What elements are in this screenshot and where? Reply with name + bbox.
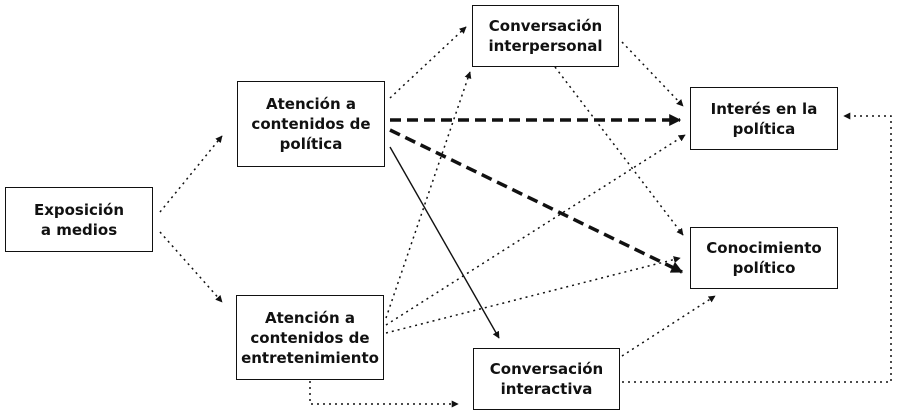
edge-exposicion-to-atencion-politica xyxy=(159,135,223,213)
edge-atencion-entretenimiento-to-conversacion-interactiva xyxy=(309,381,459,408)
edge-conversacion-interpersonal-to-interes-politica xyxy=(621,41,684,107)
node-conversacion-interpersonal: Conversación interpersonal xyxy=(472,5,619,67)
node-label-line: Conversación xyxy=(489,360,604,378)
edge-atencion-politica-to-conocimiento-politico xyxy=(389,128,684,274)
node-label-line: contenidos de xyxy=(251,115,371,133)
node-label-line: interactiva xyxy=(500,380,593,398)
edge-atencion-entretenimiento-to-conocimiento-politico xyxy=(385,256,681,334)
edge-conversacion-interpersonal-to-conocimiento-politico xyxy=(554,66,684,236)
edge-atencion-politica-to-conversacion-interactiva xyxy=(389,146,500,339)
node-label-line: Atención a xyxy=(264,308,355,327)
node-label-line: Interés en la xyxy=(710,99,818,118)
edge-atencion-politica-to-conversacion-interpersonal xyxy=(389,26,467,99)
edge-atencion-entretenimiento-to-interes-politica xyxy=(385,134,686,326)
node-conocimiento-politico: Conocimiento político xyxy=(690,227,838,289)
node-label-line: Atención a xyxy=(266,95,356,113)
edge-conversacion-interactiva-to-conocimiento-politico xyxy=(621,295,716,357)
edge-exposicion-to-atencion-entretenimiento xyxy=(159,231,223,303)
node-label-line: Conocimiento xyxy=(706,239,822,257)
node-interes-en-la-politica: Interés en la política xyxy=(690,87,838,150)
edge-atencion-entretenimiento-to-conversacion-interpersonal xyxy=(385,71,472,319)
edge-conversacion-interactiva-to-interes-politica xyxy=(622,112,892,383)
node-label-line: interpersonal xyxy=(488,37,603,55)
node-label-line: política xyxy=(732,119,796,138)
node-conversacion-interactiva: Conversación interactiva xyxy=(473,348,620,410)
node-exposicion-a-medios: Exposición a medios xyxy=(5,187,153,252)
node-label-line: contenidos de xyxy=(250,328,370,347)
node-label-line: a medios xyxy=(40,220,118,239)
node-label-line: Exposición xyxy=(33,200,125,219)
node-label-line: Conversación xyxy=(488,17,603,35)
node-atencion-contenidos-entretenimiento: Atención a contenidos de entretenimiento xyxy=(236,295,384,380)
node-label-line: político xyxy=(732,259,796,277)
node-label-line: entretenimiento xyxy=(241,348,379,367)
node-atencion-contenidos-politica: Atención a contenidos de política xyxy=(237,81,385,167)
node-label-line: política xyxy=(279,135,343,153)
